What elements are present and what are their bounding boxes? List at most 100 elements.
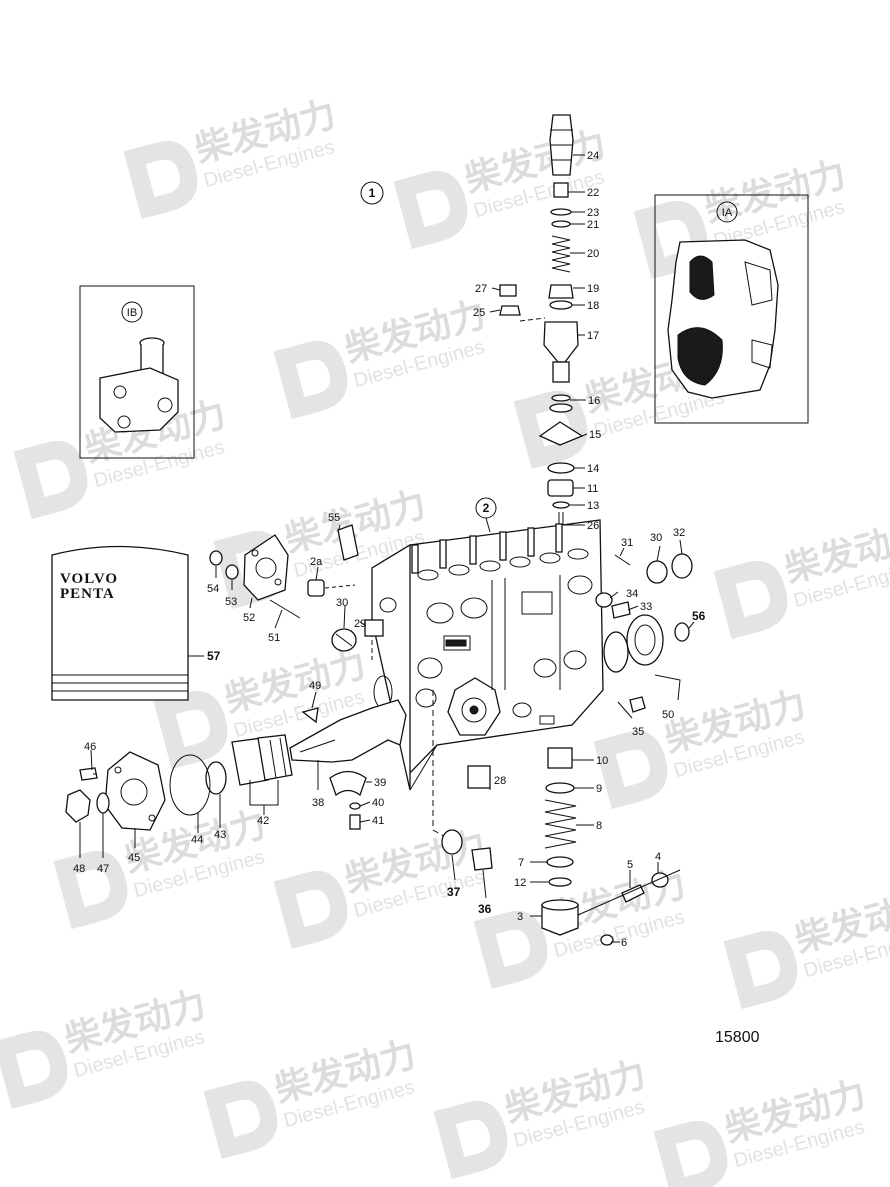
callout-9: 9: [596, 783, 602, 795]
callout-54: 54: [207, 583, 219, 595]
callout-30-right: 30: [650, 532, 662, 544]
tappet-stack: [441, 747, 681, 946]
callout-17: 17: [587, 330, 599, 342]
d-logo-icon: [203, 1081, 278, 1159]
watermark: 柴发动力 Diesel-Engines: [123, 94, 340, 219]
callout-51: 51: [268, 632, 280, 644]
callout-34: 34: [626, 588, 638, 600]
watermark: 柴发动力 Diesel-Engines: [713, 514, 890, 639]
watermark: 柴发动力 Diesel-Engines: [653, 1074, 870, 1187]
left-side-parts: [65, 524, 407, 831]
inset-ib-panel: IB: [79, 285, 195, 459]
inset-ia-label: IA: [722, 207, 733, 219]
callout-27: 27: [475, 283, 487, 295]
d-logo-icon: [123, 141, 198, 219]
callout-50: 50: [662, 709, 674, 721]
callout-40: 40: [372, 797, 384, 809]
callout-6: 6: [621, 937, 627, 949]
callout-15: 15: [589, 429, 601, 441]
watermark: 柴发动力 Diesel-Engines: [723, 884, 890, 1009]
callout-23: 23: [587, 207, 599, 219]
watermark: 柴发动力 Diesel-Engines: [273, 824, 490, 949]
callout-49: 49: [309, 680, 321, 692]
d-logo-icon: [393, 171, 468, 249]
d-logo-icon: [53, 851, 128, 929]
callout-35: 35: [632, 726, 644, 738]
d-logo-icon: [153, 691, 228, 769]
callout-5: 5: [627, 859, 633, 871]
callout-55: 55: [328, 512, 340, 524]
d-logo-icon: [433, 1101, 508, 1179]
callout-36: 36: [478, 902, 492, 916]
callout-4: 4: [655, 851, 661, 863]
callout-56: 56: [692, 609, 706, 623]
screw-27-and-washer-25: [499, 284, 546, 322]
callout-18: 18: [587, 300, 599, 312]
callout-57: 57: [207, 649, 221, 663]
inset-ia-panel: IA: [654, 194, 809, 424]
callout-3: 3: [517, 911, 523, 923]
watermark: 柴发动力 Diesel-Engines: [273, 294, 490, 419]
d-logo-icon: [473, 911, 548, 989]
callout-39: 39: [374, 777, 386, 789]
assembly-dashed-line: [432, 690, 448, 839]
callout-53: 53: [225, 596, 237, 608]
callout-16: 16: [588, 395, 600, 407]
callout-52: 52: [243, 612, 255, 624]
callout-21: 21: [587, 219, 599, 231]
watermark: 柴发动力 Diesel-Engines: [393, 124, 610, 249]
d-logo-icon: [593, 731, 668, 809]
watermark: 柴发动力 Diesel-Engines: [53, 804, 270, 929]
d-logo-icon: [273, 871, 348, 949]
figure-number: 15800: [715, 1029, 760, 1046]
callout-10: 10: [596, 755, 608, 767]
d-logo-icon: [723, 931, 798, 1009]
d-logo-icon: [13, 441, 88, 519]
d-logo-icon: [0, 1031, 68, 1109]
callout-47: 47: [97, 863, 109, 875]
watermark: 柴发动力 Diesel-Engines: [203, 1034, 420, 1159]
callout-12: 12: [514, 877, 526, 889]
brand-line-2: PENTA: [60, 586, 115, 602]
leader-lines: [79, 154, 695, 943]
volvo-penta-manual: VOLVO PENTA 57: [51, 545, 221, 701]
inset-ib-label: IB: [127, 307, 137, 319]
callout-46: 46: [84, 741, 96, 753]
right-side-parts: [595, 553, 693, 713]
brand-line-1: VOLVO: [60, 571, 118, 587]
callout-33: 33: [640, 601, 652, 613]
d-logo-icon: [273, 341, 348, 419]
callout-26: 26: [587, 520, 599, 532]
callout-29: 29: [354, 618, 366, 630]
callout-labels: 24 22 23 21 20 19 18 17 16 15 14 11 13 2…: [73, 150, 706, 949]
callout-2a: 2a: [310, 556, 323, 568]
callout-42: 42: [257, 815, 269, 827]
callout-41: 41: [372, 815, 384, 827]
delivery-valve-stack: [538, 114, 584, 540]
callout-48: 48: [73, 863, 85, 875]
callout-13: 13: [587, 500, 599, 512]
d-logo-icon: [653, 1121, 728, 1187]
callout-30-left: 30: [336, 597, 348, 609]
callout-44: 44: [191, 834, 203, 846]
callout-19: 19: [587, 283, 599, 295]
callout-28: 28: [494, 775, 506, 787]
callout-37: 37: [447, 885, 461, 899]
group-label-main: 1: [369, 186, 376, 200]
hand-primer-pump-illustration: [99, 337, 179, 433]
callout-31: 31: [621, 537, 633, 549]
callout-32: 32: [673, 527, 685, 539]
callout-22: 22: [587, 187, 599, 199]
group-marker-main: 1: [360, 181, 384, 205]
callout-25: 25: [473, 307, 485, 319]
callout-45: 45: [128, 852, 140, 864]
callout-11: 11: [587, 483, 598, 495]
callout-38: 38: [312, 797, 324, 809]
callout-8: 8: [596, 820, 602, 832]
callout-20: 20: [587, 248, 599, 260]
watermark: 柴发动力 Diesel-Engines: [433, 1054, 650, 1179]
watermark: 柴发动力 Diesel-Engines: [0, 984, 210, 1109]
callout-43: 43: [214, 829, 226, 841]
callout-14: 14: [587, 463, 599, 475]
